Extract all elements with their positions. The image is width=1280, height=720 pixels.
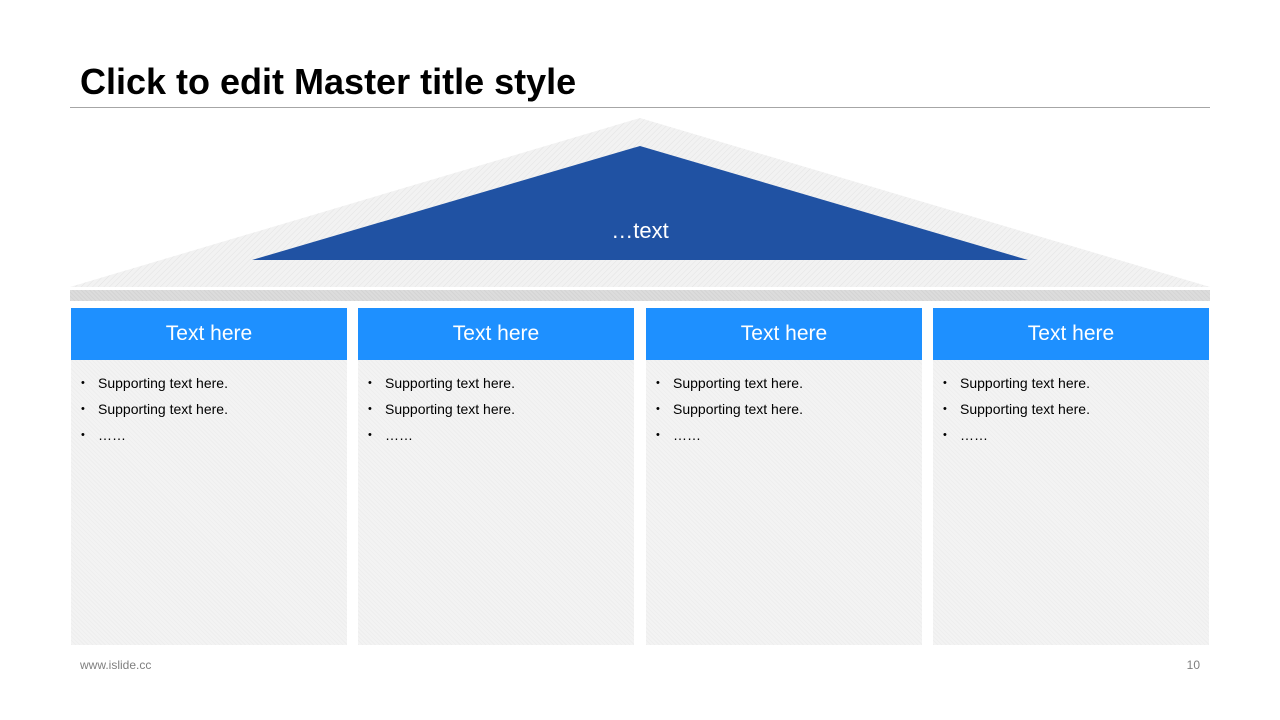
list-item: • Supporting text here. — [933, 400, 1209, 418]
list-item-text: Supporting text here. — [98, 375, 228, 391]
list-item: • …… — [71, 426, 347, 444]
pillar-4: Text here • Supporting text here. • Suppor… — [933, 308, 1209, 645]
pillar-2: Text here • Supporting text here. • Suppor… — [358, 308, 634, 645]
list-item: • Supporting text here. — [646, 374, 922, 392]
list-item-text: …… — [960, 427, 988, 443]
list-item: • Supporting text here. — [358, 400, 634, 418]
bullet-icon: • — [943, 377, 947, 389]
footer-url: www.islide.cc — [80, 658, 152, 672]
pillar-header: Text here — [933, 308, 1209, 360]
bullet-icon: • — [656, 429, 660, 441]
list-item: • …… — [933, 426, 1209, 444]
list-item-text: Supporting text here. — [960, 401, 1090, 417]
list-item-text: Supporting text here. — [673, 375, 803, 391]
list-item: • Supporting text here. — [358, 374, 634, 392]
pillar-list: • Supporting text here. • Supporting text … — [646, 360, 922, 444]
list-item-text: …… — [385, 427, 413, 443]
bullet-icon: • — [656, 377, 660, 389]
bullet-icon: • — [81, 377, 85, 389]
slide-title: Click to edit Master title style — [80, 61, 577, 102]
bullet-icon: • — [656, 403, 660, 415]
pillar-1: Text here • Supporting text here. • Suppor… — [71, 308, 347, 645]
pillar-3: Text here • Supporting text here. • Suppor… — [646, 308, 922, 645]
list-item-text: Supporting text here. — [960, 375, 1090, 391]
list-item-text: Supporting text here. — [673, 401, 803, 417]
bullet-icon: • — [368, 377, 372, 389]
list-item-text: Supporting text here. — [385, 401, 515, 417]
list-item-text: …… — [98, 427, 126, 443]
list-item-text: Supporting text here. — [385, 375, 515, 391]
bullet-icon: • — [81, 403, 85, 415]
pillar-header: Text here — [358, 308, 634, 360]
list-item: • Supporting text here. — [646, 400, 922, 418]
pillar-list: • Supporting text here. • Supporting text … — [358, 360, 634, 444]
list-item-text: Supporting text here. — [98, 401, 228, 417]
bullet-icon: • — [368, 403, 372, 415]
list-item-text: …… — [673, 427, 701, 443]
list-item: • …… — [358, 426, 634, 444]
list-item: • Supporting text here. — [71, 400, 347, 418]
pillar-list: • Supporting text here. • Supporting text … — [71, 360, 347, 444]
roof-inner — [252, 146, 1028, 260]
roof-diagram — [70, 118, 1210, 287]
roof-label: …text — [611, 218, 669, 243]
bullet-icon: • — [81, 429, 85, 441]
roof-beam — [70, 290, 1210, 301]
pillar-header: Text here — [71, 308, 347, 360]
bullet-icon: • — [943, 403, 947, 415]
pillar-header: Text here — [646, 308, 922, 360]
page-number: 10 — [1186, 658, 1200, 672]
bullet-icon: • — [943, 429, 947, 441]
pillar-list: • Supporting text here. • Supporting text … — [933, 360, 1209, 444]
title-underline — [70, 107, 1210, 108]
list-item: • …… — [646, 426, 922, 444]
list-item: • Supporting text here. — [71, 374, 347, 392]
bullet-icon: • — [368, 429, 372, 441]
list-item: • Supporting text here. — [933, 374, 1209, 392]
